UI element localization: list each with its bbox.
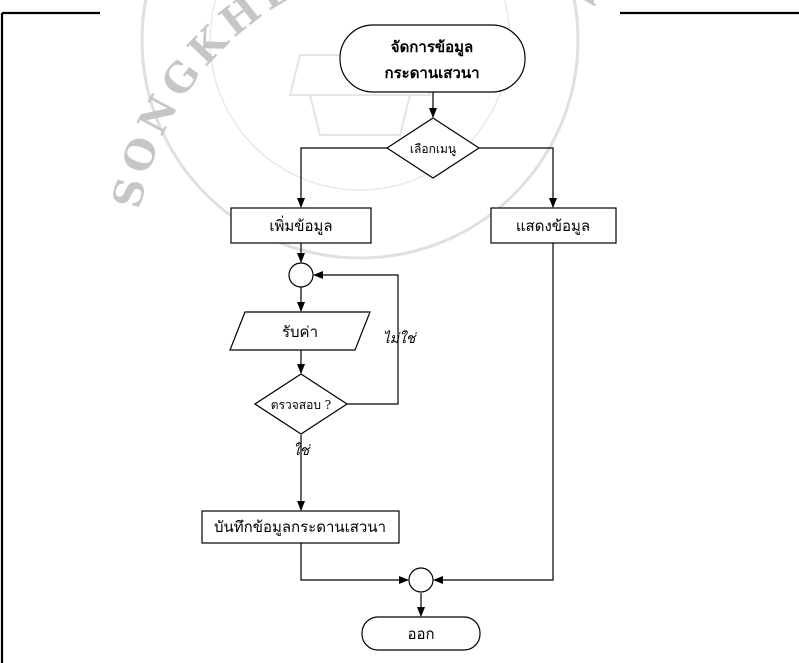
start-label: จัดการข้อมูล — [391, 38, 473, 57]
save-process: บันทึกข้อมูลกระดานเสวนา — [201, 510, 400, 544]
check-decision: ตรวจสอบ ? — [253, 373, 349, 435]
branch-yes-label: ใช่ — [293, 442, 311, 459]
menu-decision: เลือกเมนู — [385, 117, 481, 179]
show-data-process: แสดงข้อมูล — [490, 207, 617, 244]
connectors — [297, 92, 557, 617]
end-terminator: ออก — [361, 616, 481, 651]
check-label: ตรวจสอบ ? — [271, 398, 331, 412]
arrow-save-to-end-merge — [300, 543, 409, 584]
start-label-line2: กระดานเสวนา — [385, 64, 480, 82]
end-label: ออก — [407, 625, 434, 643]
branch-no-label: ไม่ใช่ — [383, 330, 418, 347]
page-frame — [0, 11, 799, 663]
end-merge-connector — [408, 567, 434, 593]
merge-connector — [288, 262, 314, 288]
save-label: บันทึกข้อมูลกระดานเสวนา — [214, 518, 386, 536]
add-data-label: เพิ่มข้อมูล — [269, 215, 332, 235]
arrow-menu-to-show — [479, 147, 557, 208]
input-value-label: รับค่า — [282, 323, 318, 341]
menu-decision-label: เลือกเมนู — [410, 142, 456, 157]
arrow-menu-to-add — [297, 147, 387, 208]
arrow-show-to-end-merge — [433, 243, 554, 584]
start-terminator: จัดการข้อมูล กระดานเสวนา — [339, 24, 526, 93]
input-value-io: รับค่า — [229, 311, 371, 351]
add-data-process: เพิ่มข้อมูล — [230, 207, 372, 244]
arrow-check-no-loop — [313, 271, 399, 405]
show-data-label: แสดงข้อมูล — [516, 217, 590, 235]
